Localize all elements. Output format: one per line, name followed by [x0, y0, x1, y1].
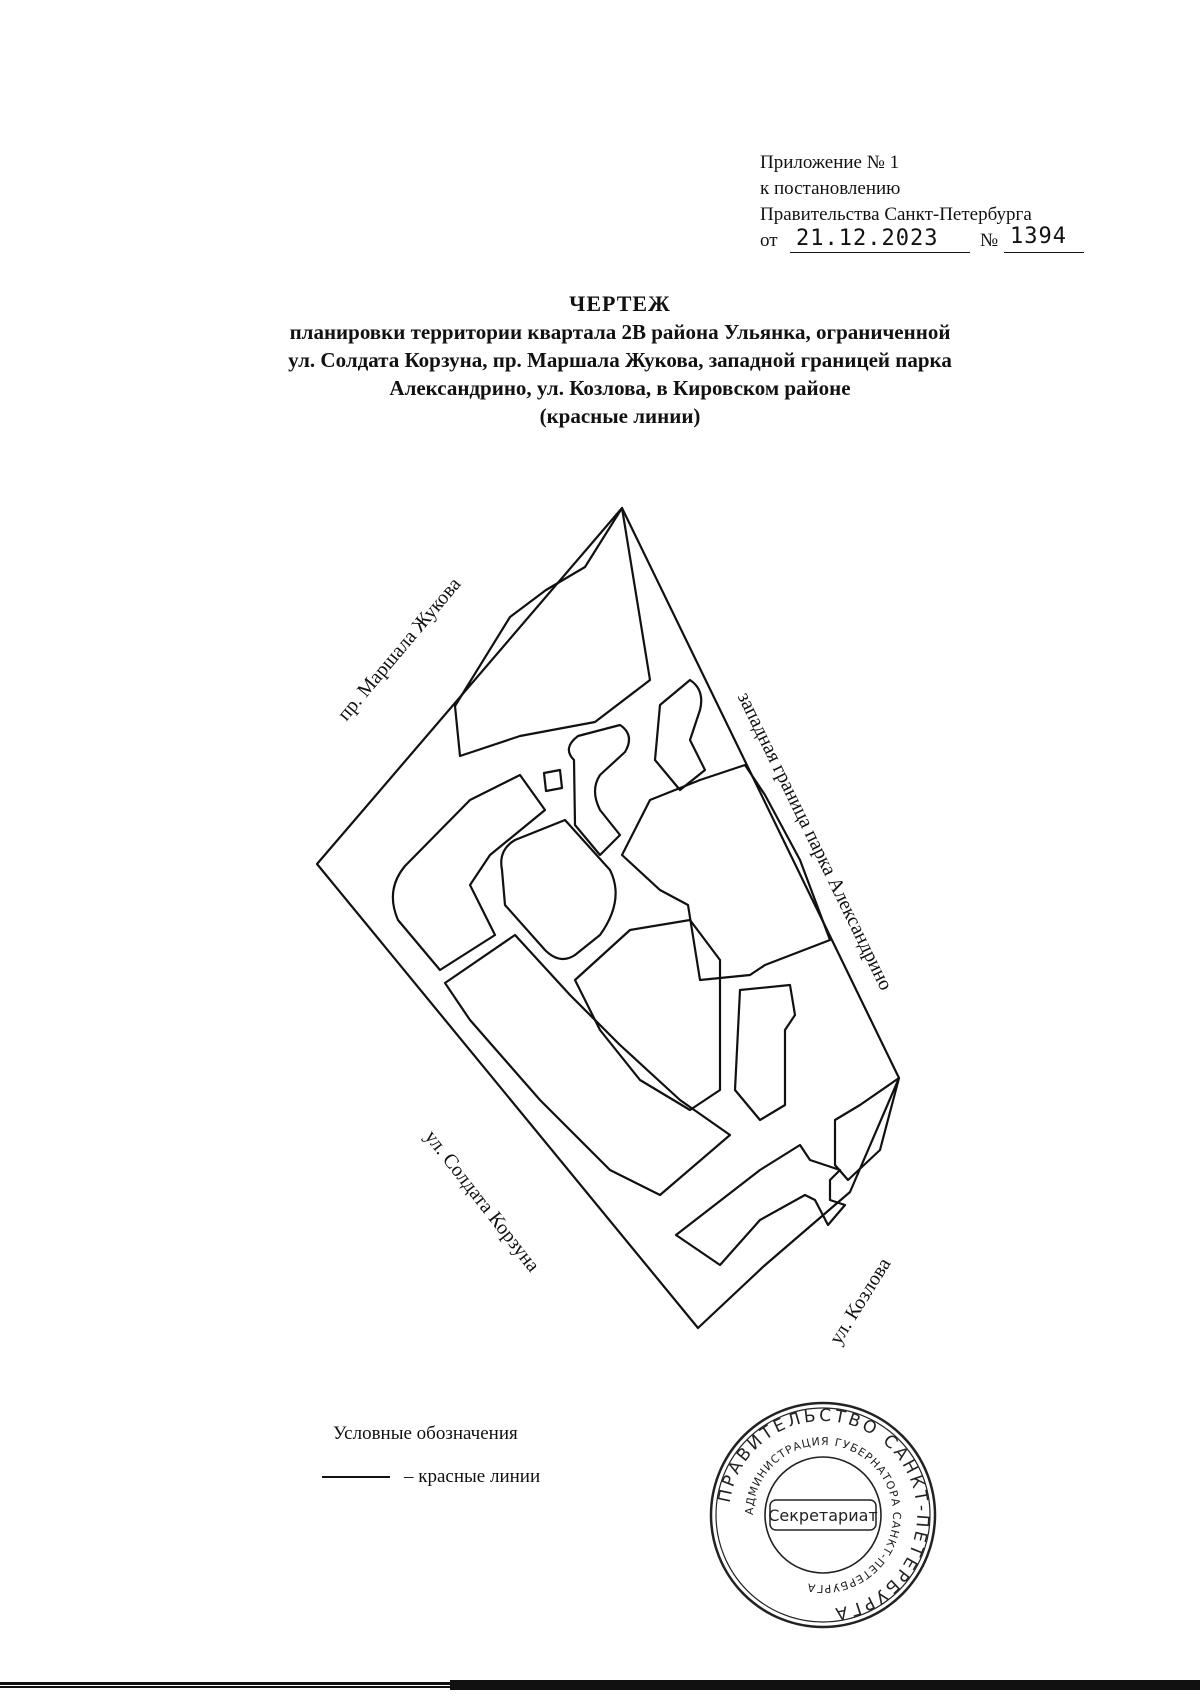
block-west — [391, 773, 547, 972]
block-south — [674, 1143, 847, 1267]
document-title: ЧЕРТЕЖ планировки территории квартала 2В… — [200, 290, 1040, 430]
block-east — [620, 763, 832, 982]
legend-line-sample — [322, 1476, 390, 1478]
title-line-3: Александрино, ул. Козлова, в Кировском р… — [389, 376, 851, 400]
block-center — [500, 818, 617, 961]
title-line-2: ул. Солдата Корзуна, пр. Маршала Жукова,… — [288, 348, 952, 372]
number-label: № — [980, 230, 999, 251]
legend-row-red-lines: – красные линии — [322, 1466, 540, 1488]
number-underline — [1004, 252, 1084, 253]
date-underline — [790, 252, 970, 253]
legend-red-lines-label: – красные линии — [404, 1466, 541, 1487]
title-main: ЧЕРТЕЖ — [569, 291, 671, 316]
annex-line-1: Приложение № 1 — [760, 152, 900, 173]
legend-title: Условные обозначения — [333, 1423, 518, 1444]
annex-date-line: от 21.12.2023 № 1394 — [760, 224, 1084, 258]
annex-line-2: к постановлению — [760, 178, 901, 199]
block-center-south — [573, 918, 722, 1112]
title-line-1: планировки территории квартала 2В района… — [289, 320, 951, 344]
block-inner-east — [733, 983, 797, 1122]
title-line-4: (красные линии) — [539, 404, 701, 428]
seal-center-text: Секретариат — [768, 1506, 877, 1525]
official-seal: ПРАВИТЕЛЬСТВО САНКТ-ПЕТЕРБУРГА АДМИНИСТР… — [709, 1401, 937, 1629]
decree-date: 21.12.2023 — [796, 226, 939, 251]
block-northeast — [653, 678, 707, 792]
block-southeast — [833, 1076, 901, 1182]
annex-header: Приложение № 1 к постановлению Правитель… — [760, 150, 1084, 258]
from-label: от — [760, 230, 778, 251]
scan-edge-bar — [0, 1680, 1200, 1690]
small-structure — [542, 768, 564, 793]
decree-number: 1394 — [1010, 224, 1067, 249]
block-north — [453, 506, 652, 758]
annex-line-3: Правительства Санкт-Петербурга — [760, 204, 1032, 225]
block-southwest — [443, 933, 732, 1197]
block-center-north — [567, 723, 631, 857]
